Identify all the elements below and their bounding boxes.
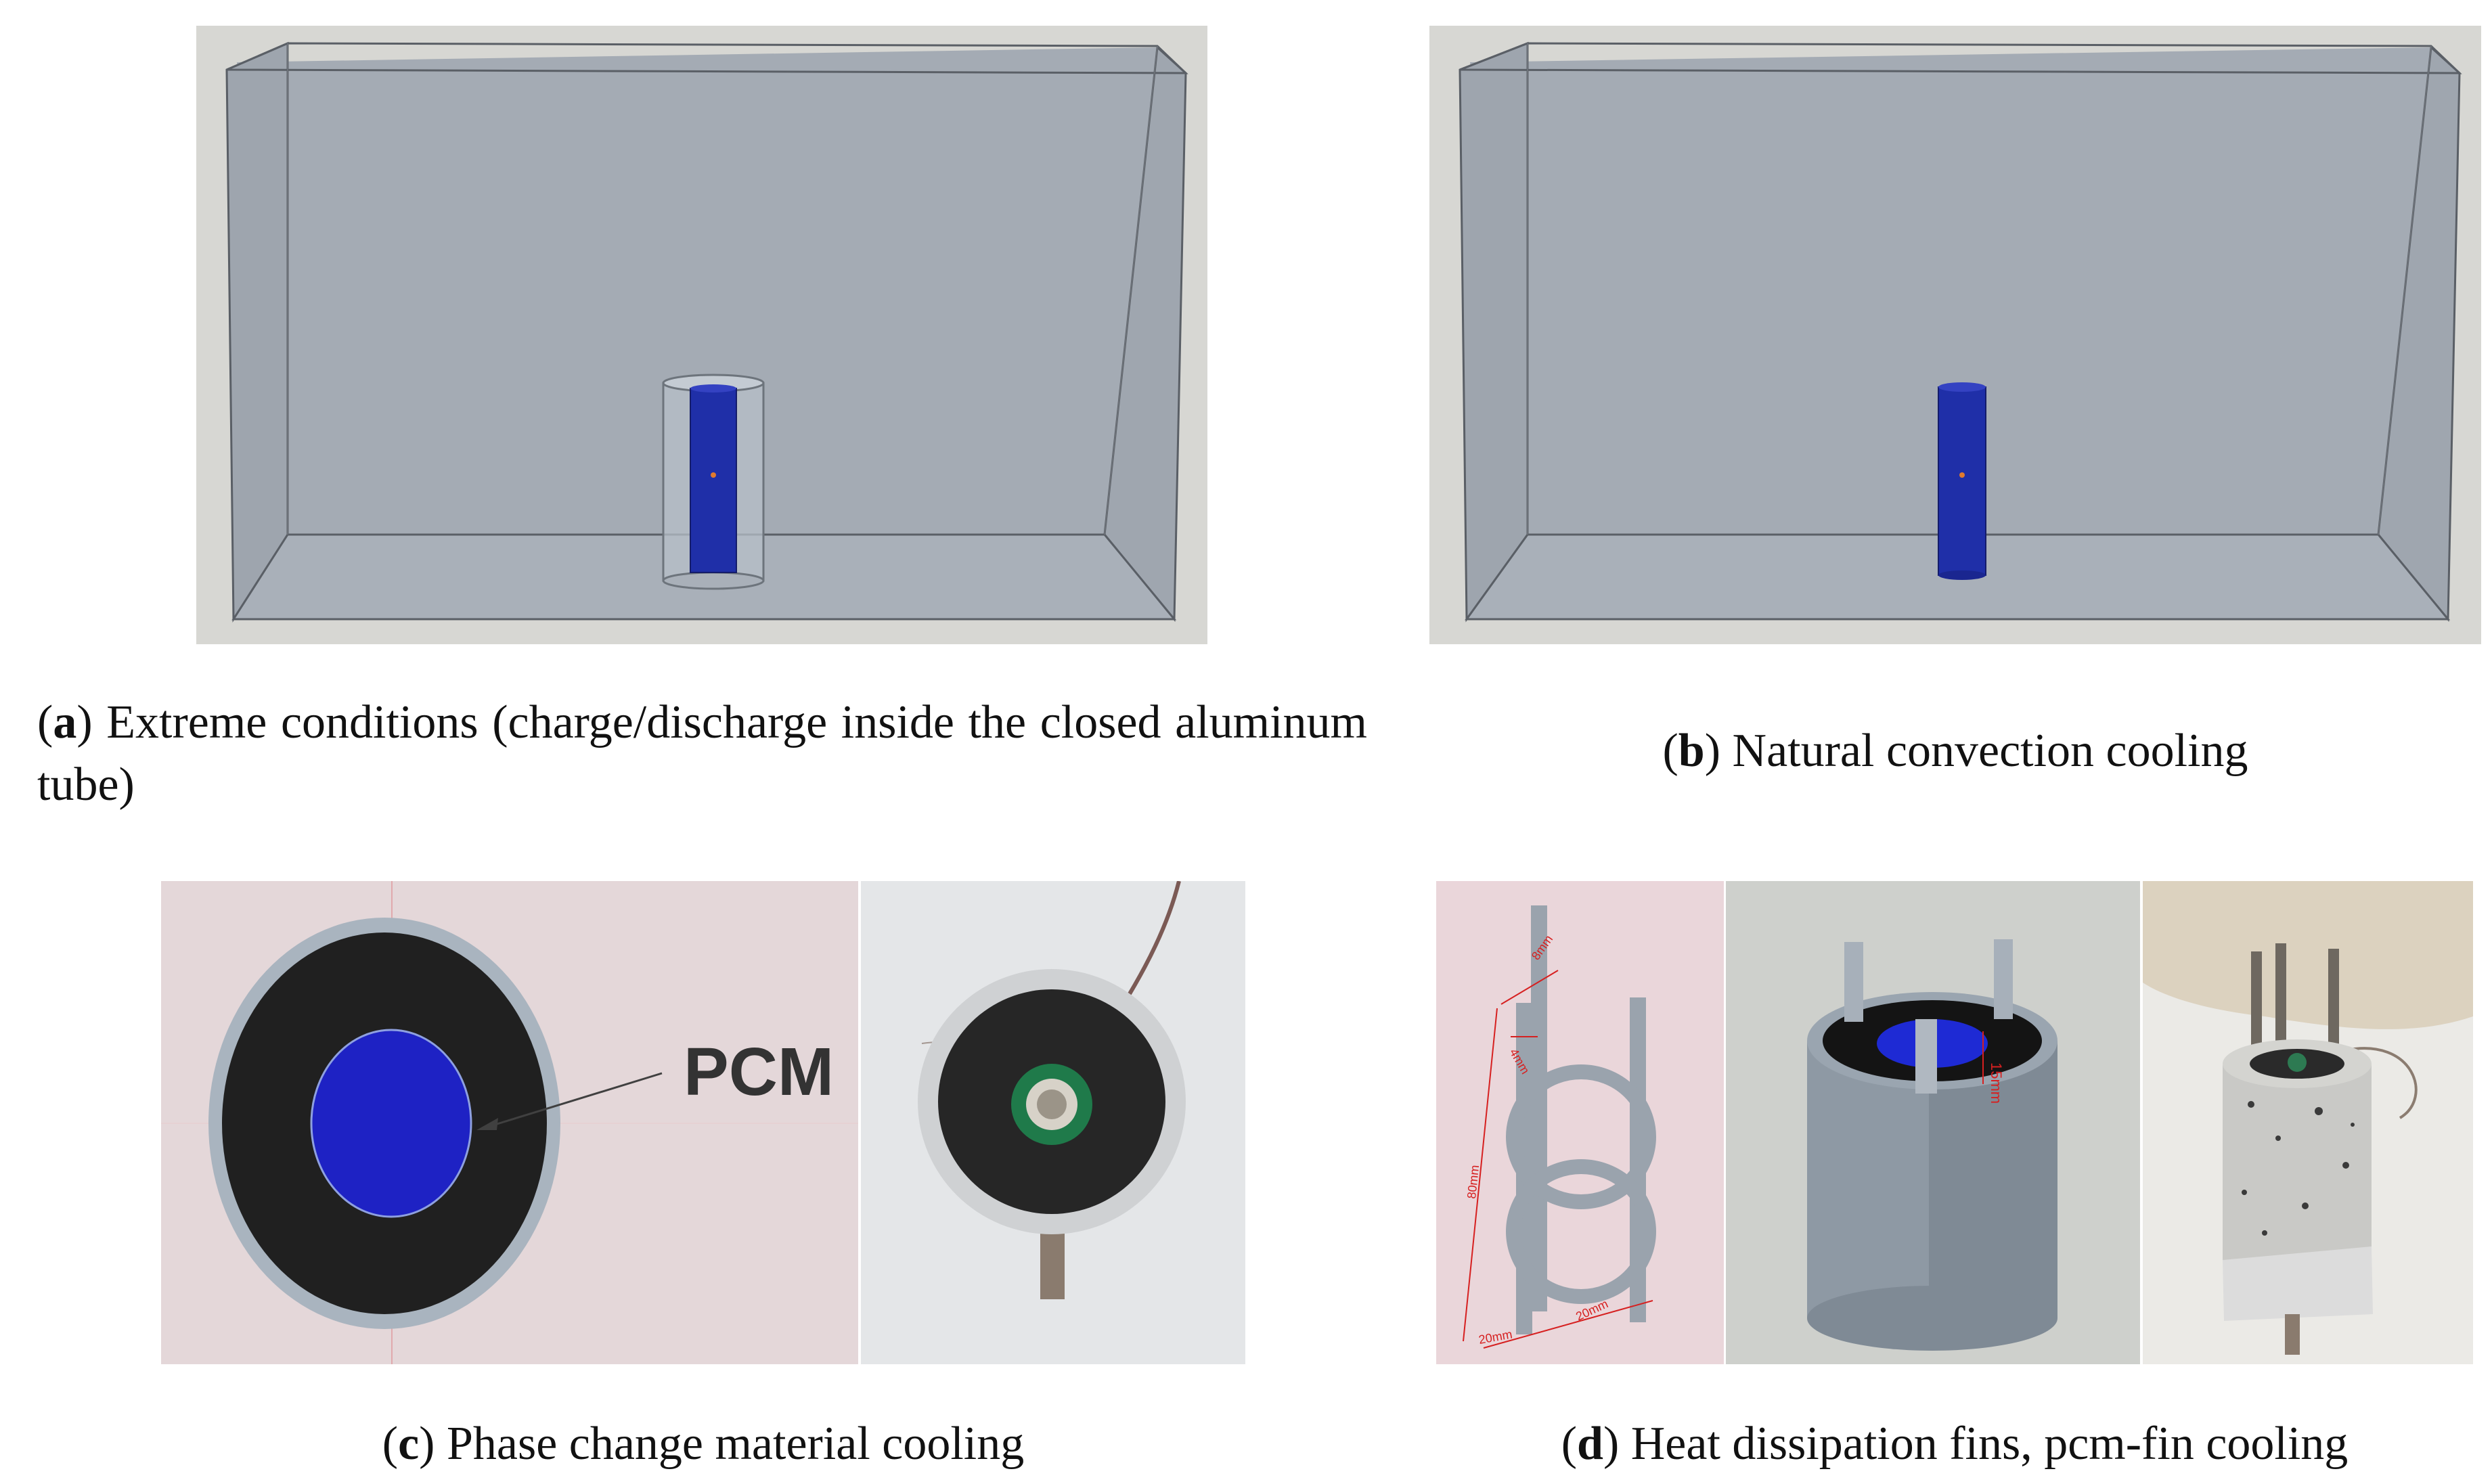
wrap-foil bbox=[2223, 1246, 2373, 1321]
battery-cell bbox=[690, 388, 737, 573]
pcm-fin-prototype-photo bbox=[2143, 881, 2473, 1364]
back-wall bbox=[237, 47, 1159, 535]
aluminum-shell bbox=[2223, 1064, 2372, 1260]
dimension-lines bbox=[1463, 970, 1653, 1349]
fin-ring-lower bbox=[1506, 1159, 1656, 1304]
fin-right bbox=[1994, 939, 2013, 1019]
caption-b-text: Natural convection cooling bbox=[1732, 725, 2248, 777]
panel-a-image bbox=[196, 26, 1207, 644]
fin-ring-upper bbox=[1506, 1064, 1656, 1209]
enclosure-box-diagram bbox=[1429, 26, 2481, 644]
thermocouple-wire bbox=[2345, 1047, 2418, 1119]
panel-background bbox=[1436, 881, 1724, 1364]
battery-cell bbox=[310, 1029, 472, 1218]
caption-d-text: Heat dissipation fins, pcm-fin cooling bbox=[1630, 1418, 2349, 1470]
caption-b: (b) Natural convection cooling bbox=[1662, 725, 2248, 777]
fin-1 bbox=[2251, 951, 2262, 1066]
caption-b-letter: b bbox=[1678, 725, 1705, 777]
caption-a: (a) Extreme conditions (charge/discharge… bbox=[37, 696, 1367, 811]
enclosure-box-with-tube-diagram bbox=[196, 26, 1207, 644]
panel-c-render: PCM bbox=[161, 881, 858, 1364]
fin-2 bbox=[2275, 943, 2286, 1068]
dim-label-fin-height: 15mm bbox=[1988, 1062, 2005, 1104]
caption-a-letter: a bbox=[53, 696, 77, 748]
panel-d-drawing: 8mm 4mm 80mm 20mm 20mm bbox=[1436, 881, 1724, 1364]
battery-tab bbox=[2285, 1314, 2300, 1355]
probe-point bbox=[1959, 472, 1965, 478]
fin-3 bbox=[2328, 949, 2339, 1068]
fin-front bbox=[1915, 1019, 1937, 1094]
pcm-label: PCM bbox=[684, 1034, 834, 1110]
caption-c-letter: c bbox=[398, 1418, 420, 1470]
panel-d-render: 15mm bbox=[1726, 881, 2140, 1364]
left-wall bbox=[1459, 41, 1529, 623]
caption-c-text: Phase change material cooling bbox=[446, 1418, 1025, 1470]
back-wall bbox=[1470, 47, 2432, 535]
pcm-pointer bbox=[485, 1072, 663, 1129]
caption-d: (d) Heat dissipation fins, pcm-fin cooli… bbox=[1561, 1418, 2349, 1470]
panel-b-image bbox=[1429, 26, 2481, 644]
left-wall bbox=[225, 41, 289, 623]
fin-rear bbox=[1531, 905, 1547, 1311]
fin-structure-drawing: 8mm 4mm 80mm 20mm 20mm bbox=[1436, 881, 1724, 1364]
probe-point bbox=[711, 472, 716, 478]
caption-d-letter: d bbox=[1577, 1418, 1603, 1470]
caption-c: (c) Phase change material cooling bbox=[382, 1418, 1025, 1470]
fin-left bbox=[1844, 942, 1863, 1022]
battery-cell bbox=[1938, 386, 1986, 576]
pcm-fin-render: 15mm bbox=[1726, 881, 2140, 1364]
pcm-cross-section-diagram: PCM bbox=[161, 881, 858, 1364]
pcm-prototype-photo bbox=[861, 881, 1245, 1364]
caption-a-text: Extreme conditions (charge/discharge ins… bbox=[37, 696, 1367, 811]
panel-d-photo bbox=[2143, 881, 2473, 1364]
panel-c-photo bbox=[861, 881, 1245, 1364]
